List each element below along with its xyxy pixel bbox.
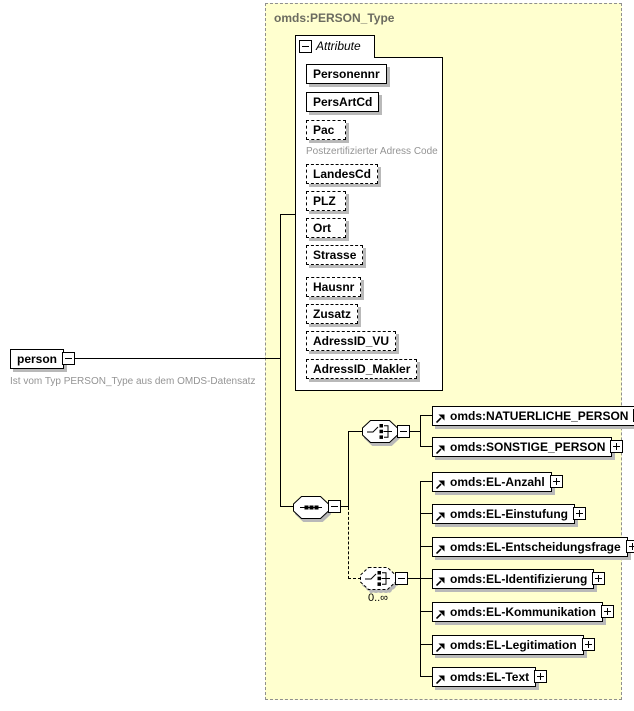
reference-arrow-icon	[436, 445, 445, 454]
element-el-text[interactable]: omds:EL-Text	[432, 667, 548, 687]
attribute-ort[interactable]: Ort	[306, 218, 346, 238]
attribute-label: PersArtCd	[313, 95, 373, 109]
expand-button[interactable]	[610, 440, 624, 453]
reference-arrow-icon	[436, 610, 445, 619]
connector	[280, 506, 294, 507]
reference-arrow-icon	[436, 643, 445, 652]
reference-arrow-icon	[436, 480, 445, 489]
expand-button[interactable]	[534, 670, 548, 683]
element-label: omds:NATUERLICHE_PERSON	[450, 409, 629, 423]
attribute-label: AdressID_Makler	[313, 362, 411, 376]
attribute-landescd[interactable]: LandesCd	[306, 164, 379, 184]
collapse-button[interactable]	[62, 352, 76, 365]
reference-arrow-icon	[436, 675, 445, 684]
element-el-kommunikation[interactable]: omds:EL-Kommunikation	[432, 602, 614, 622]
connector	[420, 578, 433, 579]
connector	[420, 446, 433, 447]
element-label: omds:EL-Einstufung	[450, 507, 568, 521]
attribute-label: Ort	[313, 221, 331, 235]
attribute-persartcd[interactable]: PersArtCd	[306, 92, 380, 112]
connector	[280, 214, 296, 215]
element-el-entscheidungsfrage[interactable]: omds:EL-Entscheidungsfrage	[432, 537, 634, 557]
connector	[348, 431, 349, 507]
attribute-label: Zusatz	[313, 307, 352, 321]
connector	[420, 415, 433, 416]
connector	[420, 481, 433, 482]
expand-button[interactable]	[625, 540, 634, 553]
attribute-label: AdressID_VU	[313, 334, 390, 348]
connector	[420, 481, 421, 677]
expand-button[interactable]	[592, 572, 606, 585]
connector	[348, 431, 363, 432]
element-label: omds:EL-Identifizierung	[450, 572, 588, 586]
element-label: omds:EL-Anzahl	[450, 475, 545, 489]
element-person[interactable]: person	[10, 349, 76, 369]
element-label: omds:EL-Legitimation	[450, 638, 577, 652]
element-el-einstufung[interactable]: omds:EL-Einstufung	[432, 504, 586, 524]
expand-button[interactable]	[572, 507, 586, 520]
connector	[420, 676, 433, 677]
attribute-label: Strasse	[313, 248, 357, 262]
attributes-header[interactable]: Attribute	[295, 35, 375, 58]
element-label: omds:SONSTIGE_PERSON	[450, 440, 606, 454]
pac-annotation: Postzertifizierter Adress Code	[306, 146, 438, 157]
element-natuerliche-person[interactable]: omds:NATUERLICHE_PERSON	[432, 406, 634, 426]
attribute-strasse[interactable]: Strasse	[306, 245, 364, 265]
attribute-label: Hausnr	[313, 280, 355, 294]
type-title: omds:PERSON_Type	[274, 11, 395, 25]
element-label: omds:EL-Entscheidungsfrage	[450, 540, 621, 554]
attribute-personennr[interactable]: Personennr	[306, 64, 387, 84]
attribute-plz[interactable]: PLZ	[306, 191, 346, 211]
attribute-label: LandesCd	[313, 167, 372, 181]
element-el-anzahl[interactable]: omds:EL-Anzahl	[432, 472, 563, 492]
expand-button[interactable]	[581, 638, 595, 651]
attributes-label: Attribute	[316, 39, 361, 53]
choice-icon[interactable]	[362, 420, 398, 443]
element-label: omds:EL-Kommunikation	[450, 605, 596, 619]
connector	[420, 644, 433, 645]
connector-optional	[348, 578, 361, 579]
reference-arrow-icon	[436, 545, 445, 554]
attribute-adressid-vu[interactable]: AdressID_VU	[306, 331, 397, 351]
attribute-label: PLZ	[313, 194, 336, 208]
collapse-button[interactable]	[395, 572, 408, 585]
connector	[420, 415, 421, 447]
attribute-label: Personennr	[313, 67, 380, 81]
attribute-label: Pac	[313, 123, 335, 137]
connector	[409, 431, 420, 432]
expand-button[interactable]	[601, 605, 614, 618]
attribute-pac[interactable]: Pac	[306, 120, 346, 140]
sequence-icon[interactable]	[293, 496, 329, 519]
connector	[280, 214, 281, 507]
element-sonstige-person[interactable]: omds:SONSTIGE_PERSON	[432, 437, 624, 457]
reference-arrow-icon	[436, 577, 445, 586]
collapse-button[interactable]	[328, 500, 341, 513]
attribute-zusatz[interactable]: Zusatz	[306, 304, 359, 324]
attribute-adressid-makler[interactable]: AdressID_Makler	[306, 359, 418, 379]
reference-arrow-icon	[436, 414, 445, 423]
connector	[420, 611, 433, 612]
connector	[407, 578, 420, 579]
connector	[74, 358, 280, 359]
connector	[340, 506, 349, 507]
attribute-hausnr[interactable]: Hausnr	[306, 277, 362, 297]
collapse-button[interactable]	[397, 425, 410, 438]
element-person-label: person	[17, 352, 58, 366]
element-el-identifizierung[interactable]: omds:EL-Identifizierung	[432, 569, 606, 589]
choice-optional-icon[interactable]	[360, 567, 396, 590]
occurrence-label: 0..∞	[367, 592, 389, 604]
connector	[420, 513, 433, 514]
person-annotation: Ist vom Typ PERSON_Type aus dem OMDS-Dat…	[10, 376, 256, 387]
collapse-icon[interactable]	[299, 40, 312, 53]
reference-arrow-icon	[436, 512, 445, 521]
expand-button[interactable]	[549, 475, 563, 488]
connector-optional	[348, 507, 349, 579]
connector	[420, 546, 433, 547]
element-el-legitimation[interactable]: omds:EL-Legitimation	[432, 635, 595, 655]
element-label: omds:EL-Text	[450, 670, 530, 684]
